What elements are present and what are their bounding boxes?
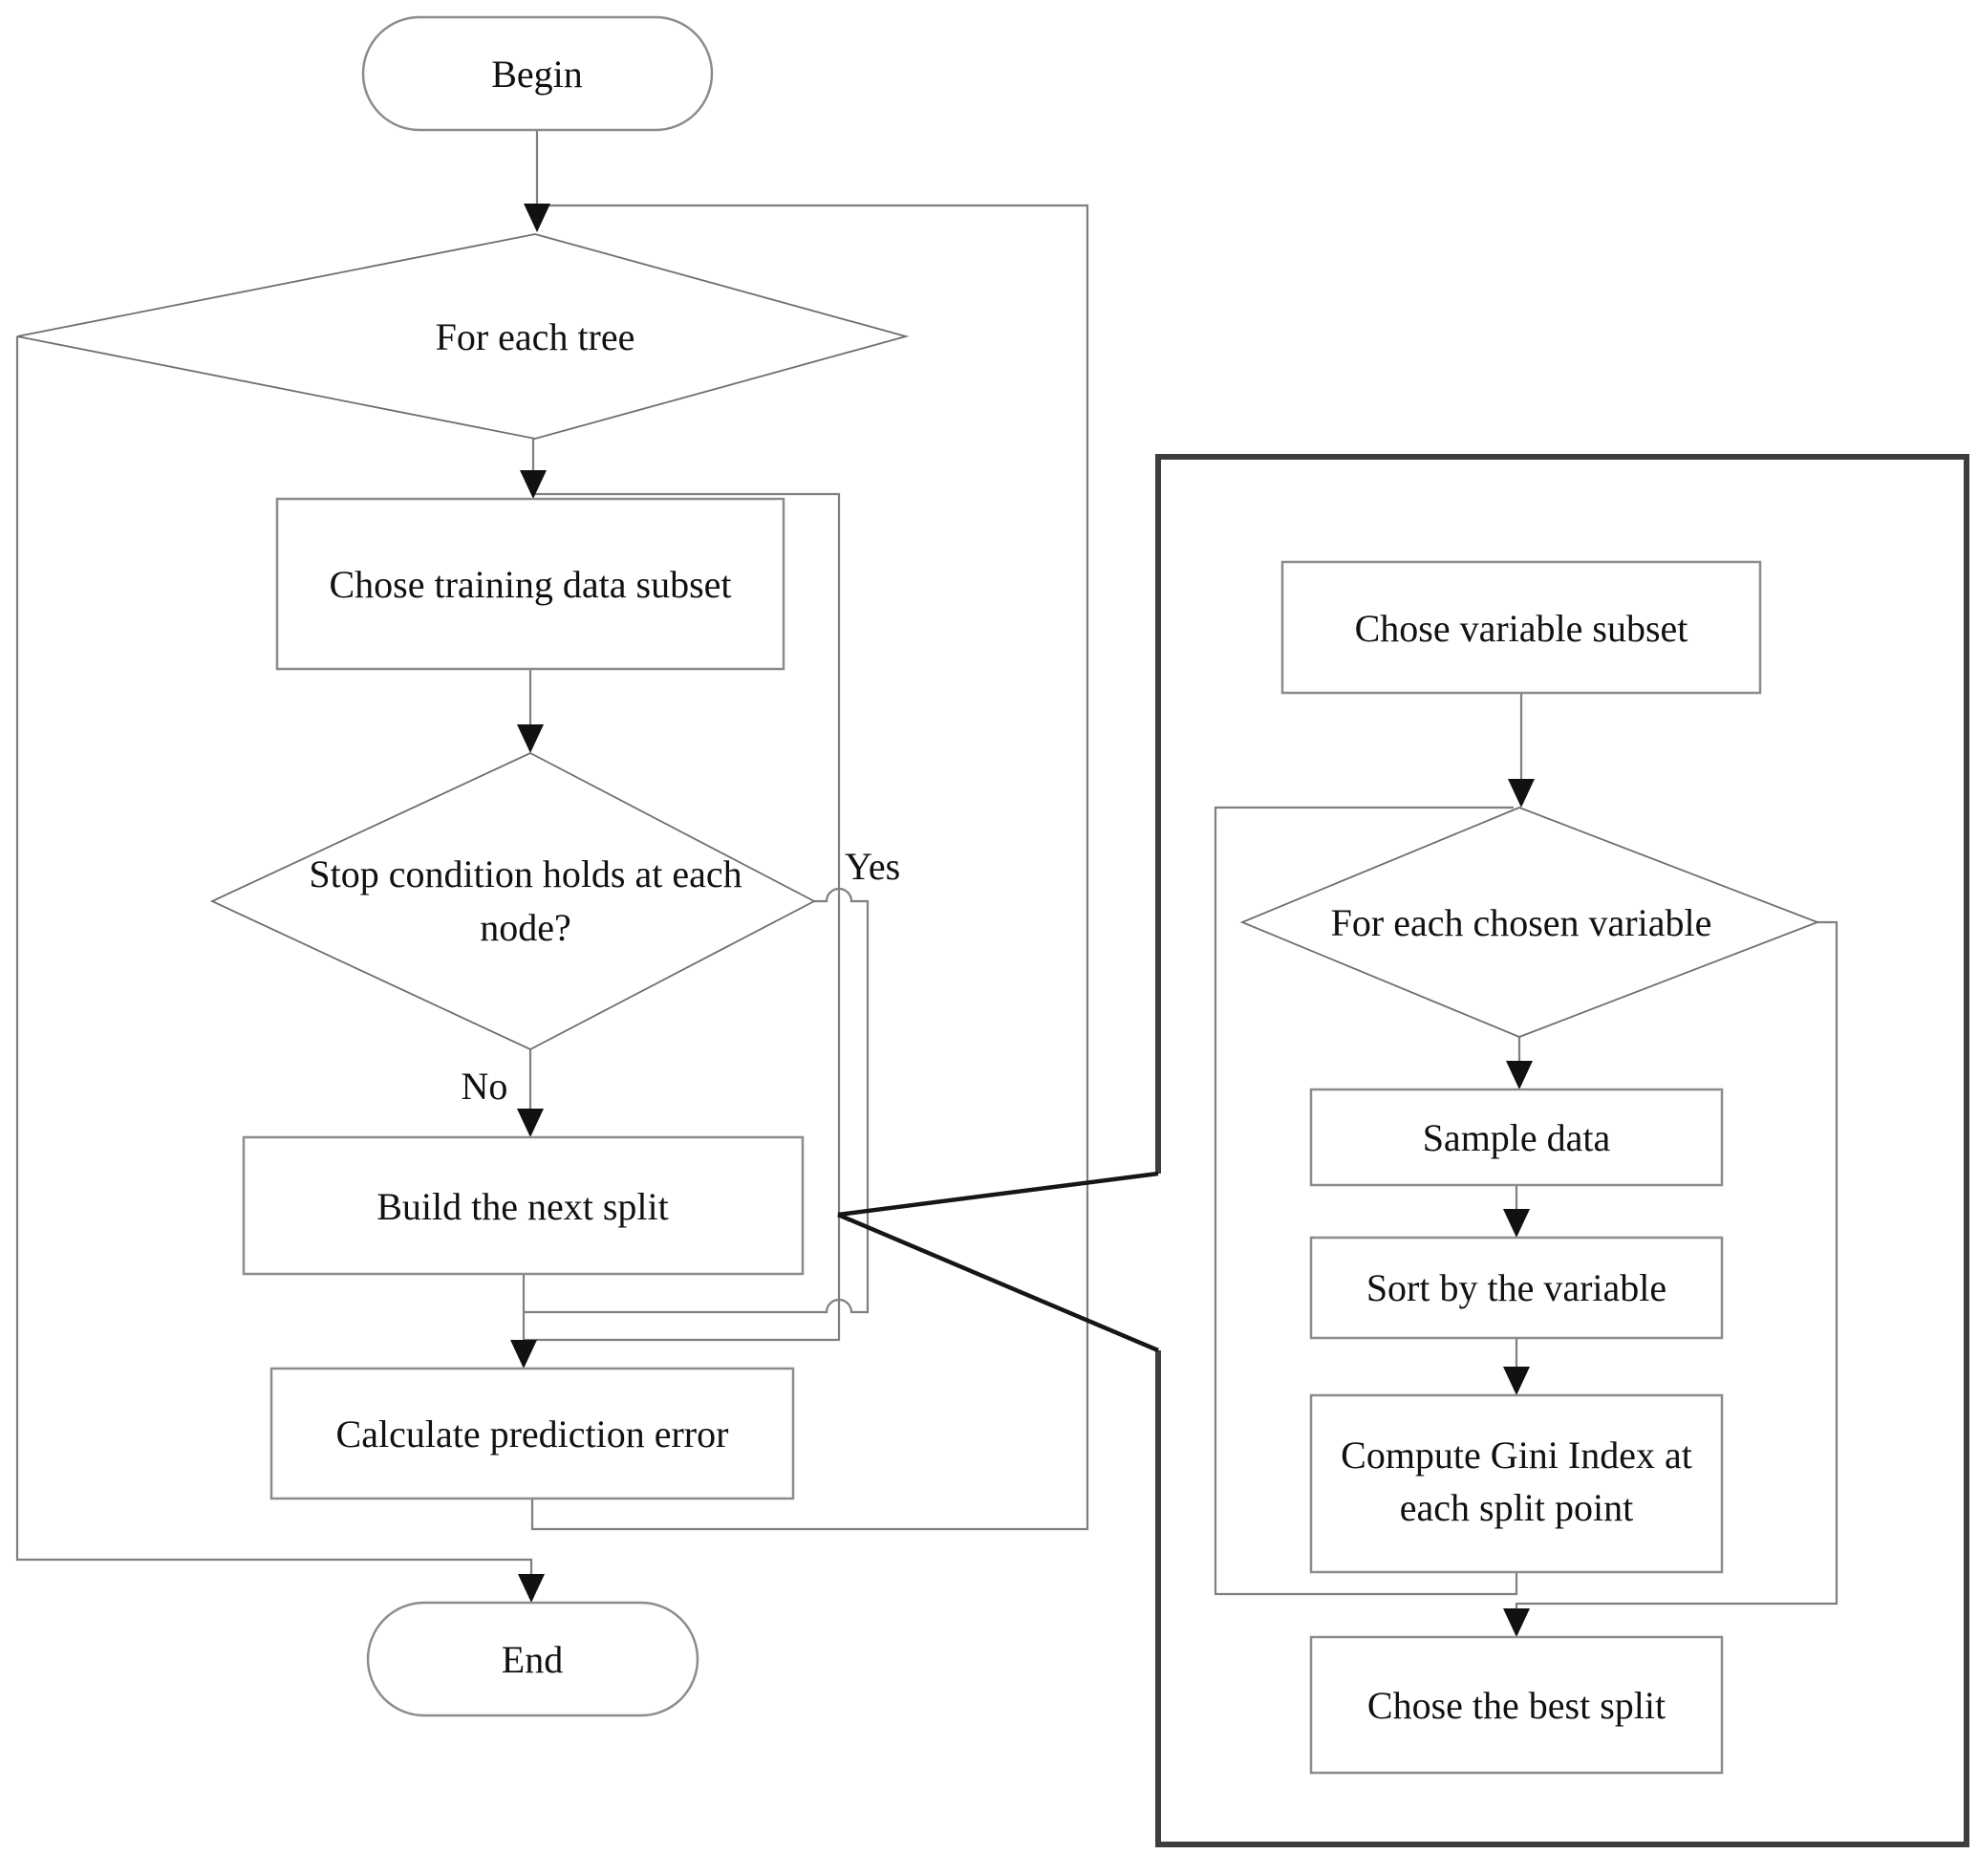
for-each-tree-decision-shape <box>16 233 910 440</box>
node-for-each-chosen-variable: For each chosen variable <box>1239 807 1820 1038</box>
begin-label: Begin <box>491 53 583 96</box>
chose-training-subset-label: Chose training data subset <box>329 563 731 606</box>
chose-best-split-shape <box>1309 1635 1724 1775</box>
stop-condition-decision-shape <box>209 751 816 1051</box>
arrowhead-into-bestsplit <box>1503 1608 1530 1637</box>
edge-variableloop-return <box>1214 806 1518 1596</box>
edge-label-no: No <box>462 1065 508 1108</box>
compute-gini-index-label-line1: Compute Gini Index at <box>1341 1434 1692 1477</box>
compute-gini-index-label-line2: each split point <box>1400 1486 1633 1529</box>
chose-variable-subset-shape <box>1280 560 1762 695</box>
arrowhead-into-foreachtree <box>524 204 550 232</box>
arrowhead-into-buildsplit <box>517 1109 544 1137</box>
arrowhead-into-stopcondition <box>517 724 544 753</box>
for-each-chosen-variable-decision-shape <box>1239 807 1820 1038</box>
build-next-split-label: Build the next split <box>376 1185 669 1228</box>
node-stop-condition: Stop condition holds at each node? <box>209 751 816 1051</box>
arrowhead-into-chosetraining <box>520 470 547 499</box>
calculate-prediction-error-shape <box>269 1367 795 1500</box>
edge-variableloop-exit <box>1515 920 1838 1615</box>
arrowhead-into-gini <box>1503 1367 1530 1395</box>
chose-training-subset-shape <box>275 497 785 671</box>
stop-condition-label-line1: Stop condition holds at each <box>309 852 742 895</box>
arrowhead-into-sortvariable <box>1503 1209 1530 1238</box>
node-calculate-prediction-error: Calculate prediction error <box>269 1367 795 1500</box>
chose-variable-subset-label: Chose variable subset <box>1355 607 1688 650</box>
sort-by-variable-shape <box>1309 1236 1724 1340</box>
edge-yes-path <box>524 887 870 1314</box>
edge-foreachtree-to-end <box>15 336 533 1579</box>
calculate-prediction-error-label: Calculate prediction error <box>336 1412 729 1456</box>
node-chose-training-subset: Chose training data subset <box>275 497 785 671</box>
begin-terminator-shape <box>361 15 714 132</box>
chose-best-split-label: Chose the best split <box>1367 1684 1666 1727</box>
end-terminator-shape <box>366 1601 699 1717</box>
node-build-next-split: Build the next split <box>242 1135 805 1276</box>
edge-label-yes: Yes <box>845 845 900 888</box>
node-chose-variable-subset: Chose variable subset <box>1280 560 1762 695</box>
node-begin: Begin <box>361 15 714 132</box>
callout-wedge-lower <box>837 1212 1159 1353</box>
build-next-split-shape <box>242 1135 805 1276</box>
edge-splitloop-return <box>524 492 841 1342</box>
sort-by-variable-label: Sort by the variable <box>1366 1266 1666 1309</box>
stop-condition-label-line2: node? <box>480 906 571 949</box>
edge-treeloop-return <box>530 204 1089 1531</box>
for-each-tree-label: For each tree <box>436 315 635 358</box>
arrowhead-into-calculateerror <box>510 1340 537 1369</box>
node-end: End <box>366 1601 699 1717</box>
arrowhead-into-foreachvariable <box>1508 779 1535 808</box>
detail-panel-border <box>1155 454 1969 1847</box>
sample-data-label: Sample data <box>1423 1116 1611 1159</box>
for-each-chosen-variable-label: For each chosen variable <box>1331 901 1712 944</box>
node-sort-by-variable: Sort by the variable <box>1309 1236 1724 1340</box>
arrowhead-into-end <box>518 1574 545 1603</box>
arrowhead-into-sampledata <box>1506 1061 1533 1089</box>
node-compute-gini-index: Compute Gini Index at each split point <box>1309 1393 1724 1574</box>
callout-wedge-upper <box>837 1171 1159 1218</box>
end-label: End <box>502 1638 563 1681</box>
node-chose-best-split: Chose the best split <box>1309 1635 1724 1775</box>
node-for-each-tree: For each tree <box>16 233 910 440</box>
sample-data-shape <box>1309 1088 1724 1187</box>
node-sample-data: Sample data <box>1309 1088 1724 1187</box>
compute-gini-index-shape <box>1309 1393 1724 1574</box>
